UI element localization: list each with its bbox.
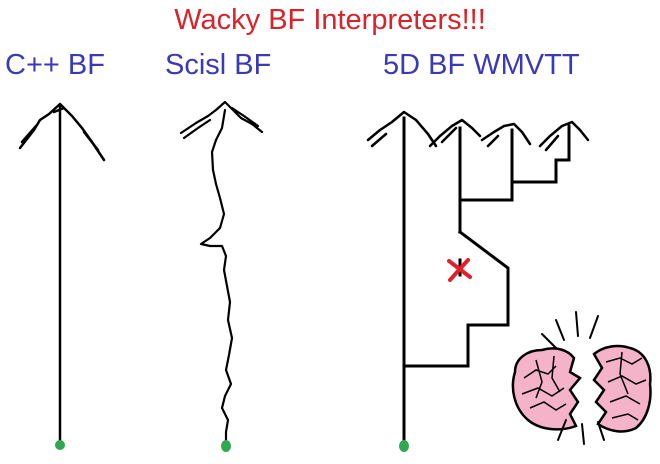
5d-bf-branching-paths [402, 116, 571, 448]
column-label-cpp-bf: C++ BF [5, 49, 105, 81]
scisl-bf-arrowhead [179, 100, 264, 140]
shock-line-5 [557, 419, 567, 441]
5d-bf-branch-2 [458, 128, 514, 234]
cpp-bf-arrowhead [18, 102, 106, 162]
scisl-bf-shaft [199, 108, 234, 446]
column-label-5d-bf-wmvtt: 5D BF WMVTT [383, 49, 580, 81]
shock-line-7 [597, 421, 605, 441]
red-x-icon [447, 258, 472, 282]
shock-line-4 [541, 333, 557, 349]
cpp-bf-start-dot [55, 440, 65, 450]
column-label-scisl-bf: Scisl BF [165, 49, 272, 81]
brain-right-half [592, 344, 652, 433]
brain-left-folds [521, 355, 567, 411]
5d-bf-arrowhead-3 [480, 122, 532, 148]
broken-brain-icon [511, 311, 652, 445]
5d-bf-arrowhead-main [366, 110, 438, 148]
brain-shock-lines [541, 311, 605, 445]
cpp-bf-arrow [18, 102, 106, 445]
brain-left-half [511, 347, 582, 431]
5d-bf-arrowhead-4 [538, 120, 590, 152]
shock-line-2 [555, 319, 565, 341]
5d-bf-arrowhead-2 [428, 118, 482, 148]
brain-right-folds [605, 351, 647, 421]
5d-bf-arrowheads [366, 110, 590, 152]
shock-line-6 [581, 423, 585, 445]
red-x-stroke-2 [448, 258, 470, 282]
scisl-bf-arrow [179, 100, 264, 446]
page-title: Wacky BF Interpreters!!! [174, 4, 486, 36]
shock-line-1 [575, 311, 579, 337]
5d-bf-branch-3 [510, 124, 571, 184]
5d-bf-start-dot [399, 440, 409, 452]
shock-line-3 [589, 315, 599, 339]
scisl-bf-start-dot [221, 440, 231, 452]
5d-bf-branch-1 [402, 229, 510, 368]
